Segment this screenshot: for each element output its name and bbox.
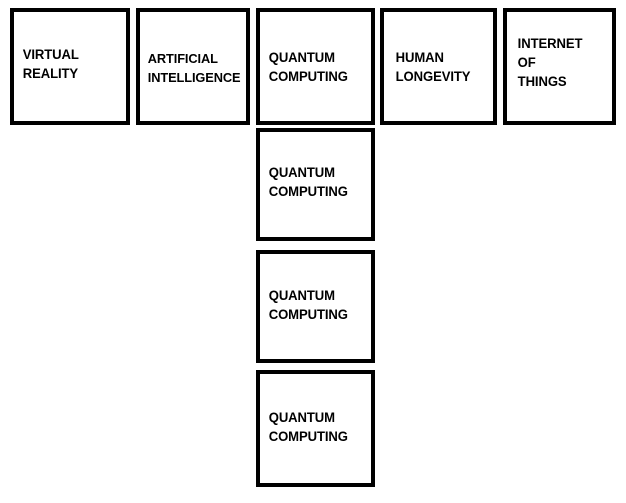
topic-box-quantum-computing-1[interactable]: QUANTUM COMPUTING [256, 8, 375, 125]
topic-box-virtual-reality[interactable]: VIRTUAL REALITY [10, 8, 130, 125]
topic-box-internet-of-things[interactable]: INTERNET OF THINGS [503, 8, 616, 125]
topic-label: QUANTUM COMPUTING [268, 409, 348, 444]
topic-box-quantum-computing-2[interactable]: QUANTUM COMPUTING [256, 128, 375, 241]
topic-label: ARTIFICIAL INTELLIGENCE [147, 50, 241, 85]
topic-box-artificial-intelligence[interactable]: ARTIFICIAL INTELLIGENCE [136, 8, 250, 125]
topic-box-quantum-computing-3[interactable]: QUANTUM COMPUTING [256, 250, 375, 363]
topic-box-quantum-computing-4[interactable]: QUANTUM COMPUTING [256, 370, 375, 487]
topic-label: VIRTUAL REALITY [22, 46, 79, 81]
topic-label: QUANTUM COMPUTING [268, 49, 348, 84]
topic-box-human-longevity[interactable]: HUMAN LONGEVITY [380, 8, 497, 125]
topic-label: QUANTUM COMPUTING [268, 287, 348, 322]
topic-label: QUANTUM COMPUTING [268, 164, 348, 199]
topic-label: HUMAN LONGEVITY [395, 50, 471, 84]
topic-label: INTERNET OF THINGS [517, 36, 583, 89]
